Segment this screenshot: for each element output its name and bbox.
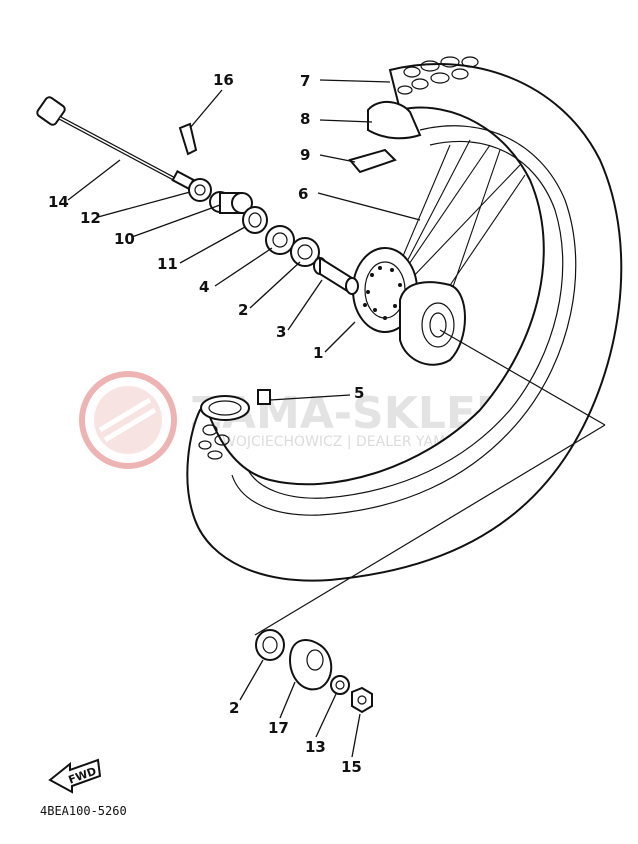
callout-3: 3 xyxy=(276,323,286,341)
callout-17: 17 xyxy=(268,719,289,737)
drawing-reference: 4BEA100-5260 xyxy=(40,804,127,818)
callout-9: 9 xyxy=(300,146,310,164)
spokes xyxy=(394,139,526,311)
callout-6: 6 xyxy=(298,185,308,203)
axle-nut xyxy=(351,686,373,714)
axle xyxy=(36,96,195,190)
callout-15: 15 xyxy=(341,758,362,776)
callout-11: 11 xyxy=(157,255,178,273)
tube-top xyxy=(348,101,422,174)
watermark-logo-icon xyxy=(79,371,177,469)
callout-7: 7 xyxy=(300,72,310,90)
oil-seal xyxy=(242,206,268,234)
callout-16: 16 xyxy=(213,71,234,89)
callout-10: 10 xyxy=(114,230,135,248)
callout-labels: 16 7 8 9 6 14 12 10 11 4 2 3 1 5 2 17 13… xyxy=(48,71,364,776)
watermark-subtext: WOJCIECHOWICZ | DEALER YAMAHA xyxy=(222,434,475,450)
collar xyxy=(209,191,253,214)
callout-2-lower: 2 xyxy=(229,699,239,717)
spacer xyxy=(313,256,359,296)
washer xyxy=(188,178,212,202)
callout-2-upper: 2 xyxy=(238,301,248,319)
bearing-2-upper xyxy=(290,237,320,267)
fwd-label: FWD xyxy=(67,765,98,787)
callout-12: 12 xyxy=(80,209,101,227)
wheel-assembly xyxy=(186,56,623,636)
cotter-pin xyxy=(178,122,198,156)
tread-pattern xyxy=(198,56,479,460)
bearing-4 xyxy=(265,225,295,255)
hub xyxy=(352,247,466,366)
meter-gear-housing xyxy=(288,639,333,691)
callout-14: 14 xyxy=(48,193,69,211)
forward-arrow-icon: FWD xyxy=(48,758,102,794)
callout-4: 4 xyxy=(199,278,209,296)
lower-parts xyxy=(255,629,373,714)
bearing-2-lower xyxy=(255,629,285,661)
callout-8: 8 xyxy=(300,110,310,128)
callout-5: 5 xyxy=(354,384,364,402)
tube-valve xyxy=(200,389,271,421)
callout-13: 13 xyxy=(305,738,326,756)
collar-13 xyxy=(330,675,350,695)
leader-lines xyxy=(67,79,421,758)
callout-1: 1 xyxy=(313,344,323,362)
